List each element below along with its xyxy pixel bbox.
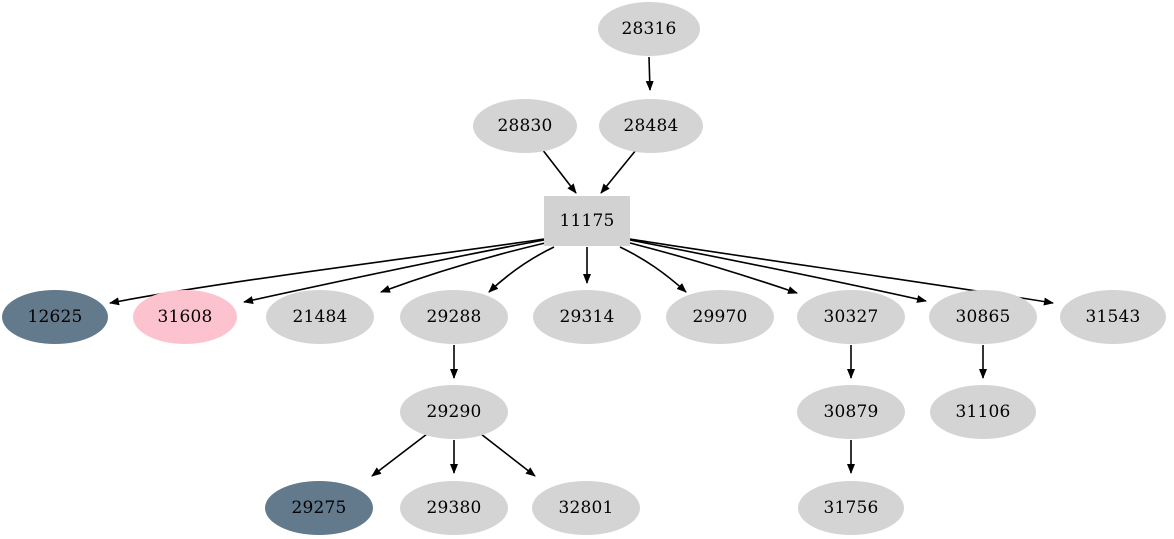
node-label: 31106 — [955, 401, 1011, 422]
graph-node-29970[interactable]: 29970 — [666, 290, 774, 344]
graph-node-29288[interactable]: 29288 — [400, 290, 508, 344]
graph-node-29290[interactable]: 29290 — [400, 385, 508, 439]
node-label: 29314 — [559, 306, 615, 327]
node-label: 29290 — [426, 401, 482, 422]
node-label: 32801 — [558, 497, 614, 518]
node-label: 28484 — [623, 115, 679, 136]
graph-node-12625[interactable]: 12625 — [2, 290, 108, 344]
graph-node-29380[interactable]: 29380 — [400, 481, 508, 535]
graph-node-30327[interactable]: 30327 — [797, 290, 905, 344]
graph-node-29314[interactable]: 29314 — [533, 290, 641, 344]
graph-node-31106[interactable]: 31106 — [930, 385, 1036, 439]
graph-node-30879[interactable]: 30879 — [797, 385, 905, 439]
graph-node-28484[interactable]: 28484 — [599, 99, 703, 153]
node-label: 30327 — [823, 306, 879, 327]
node-label: 29288 — [426, 306, 482, 327]
node-label: 31756 — [823, 497, 879, 518]
graph-node-28830[interactable]: 28830 — [473, 99, 577, 153]
node-label: 29970 — [692, 306, 748, 327]
node-label: 29380 — [426, 497, 482, 518]
graph-node-31756[interactable]: 31756 — [798, 481, 904, 535]
node-label: 11175 — [559, 210, 615, 231]
graph-node-29275[interactable]: 29275 — [265, 481, 373, 535]
node-label: 28316 — [621, 18, 677, 39]
node-label: 30879 — [823, 401, 879, 422]
graph-node-31608[interactable]: 31608 — [133, 290, 237, 344]
node-label: 12625 — [27, 306, 83, 327]
graph-node-30865[interactable]: 30865 — [929, 290, 1037, 344]
node-label: 31608 — [157, 306, 213, 327]
node-label: 28830 — [497, 115, 553, 136]
node-label: 21484 — [292, 306, 348, 327]
graph-node-21484[interactable]: 21484 — [266, 290, 374, 344]
node-label: 30865 — [955, 306, 1011, 327]
node-label: 31543 — [1085, 306, 1141, 327]
graph-node-28316[interactable]: 28316 — [598, 2, 700, 56]
graph-node-32801[interactable]: 32801 — [532, 481, 640, 535]
node-label: 29275 — [291, 497, 347, 518]
graph-node-11175[interactable]: 11175 — [544, 196, 630, 246]
graph-node-31543[interactable]: 31543 — [1060, 290, 1166, 344]
